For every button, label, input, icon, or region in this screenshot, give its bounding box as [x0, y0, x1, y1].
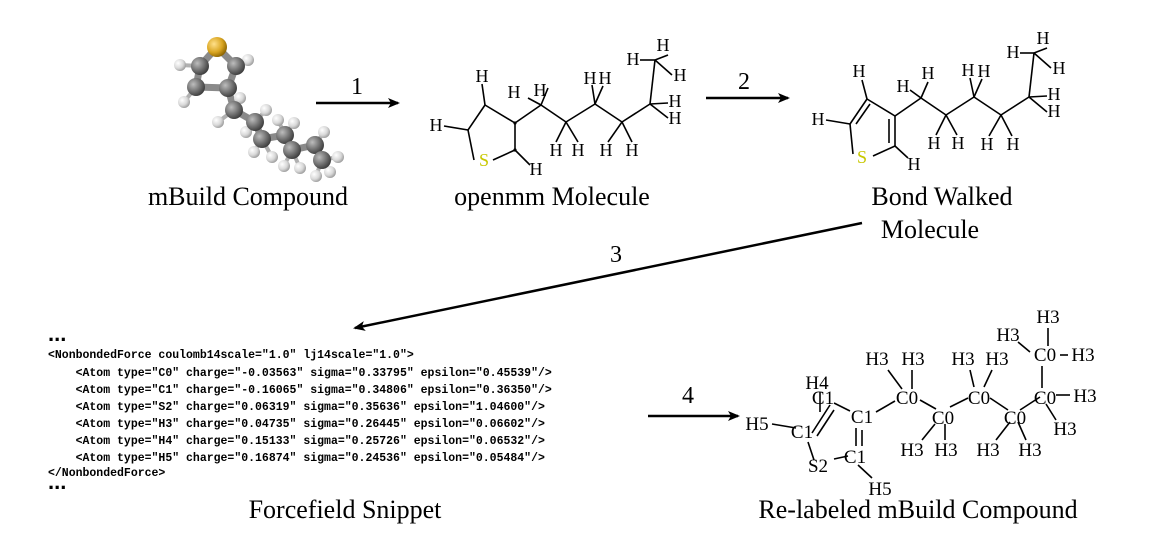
atom-h: H	[627, 49, 640, 69]
code-line: <Atom type="C1" charge="-0.16065" sigma=…	[48, 384, 552, 397]
mbuild-3d-model	[174, 37, 344, 182]
atom-h: H	[897, 76, 910, 96]
atom-h: H	[1053, 58, 1066, 78]
atom-label-c1: C1	[812, 388, 834, 409]
atom-label-c0: C0	[1034, 388, 1056, 409]
step-1-label: 1	[351, 74, 363, 100]
atom-label-c1: C1	[791, 422, 813, 443]
code-line: <Atom type="H5" charge="0.16874" sigma="…	[48, 452, 545, 465]
code-line: </NonbondedForce>	[48, 467, 165, 480]
atom-h: H	[534, 80, 547, 100]
atom-label-h4: H4	[805, 373, 829, 394]
step-4-label: 4	[682, 383, 694, 409]
atom-h: H	[1037, 28, 1050, 48]
atom-h: H	[908, 154, 921, 174]
code-line: <Atom type="H3" charge="0.04735" sigma="…	[48, 418, 545, 431]
atom-h: H	[584, 68, 597, 88]
atom-h: H	[928, 133, 941, 153]
step-2-label: 2	[738, 69, 750, 95]
atom-h: H	[626, 140, 639, 160]
caption-forcefield-snippet: Forcefield Snippet	[249, 495, 443, 524]
caption-relabeled-compound: Re-labeled mBuild Compound	[758, 495, 1077, 524]
atom-label-h3: H3	[1073, 386, 1096, 407]
atom-h: H	[962, 60, 975, 80]
sulfur-atom-ball	[207, 37, 227, 57]
atom-label-h5: H5	[868, 479, 891, 500]
atom-h: H	[922, 63, 935, 83]
atom-h: H	[530, 159, 543, 179]
atom-label-h5: H5	[745, 414, 768, 435]
ellipsis-top: ...	[48, 321, 66, 346]
atom-label-s2: S2	[808, 456, 828, 477]
arrow-step-3	[353, 221, 863, 331]
bond-walked-molecule: H H H H H H H H H H H H H H H H S	[812, 28, 1066, 174]
atom-h: H	[812, 109, 825, 129]
atom-h: H	[853, 61, 866, 81]
atom-h: H	[669, 91, 682, 111]
atom-label-h3: H3	[1036, 307, 1059, 328]
atom-label-c0: C0	[968, 388, 990, 409]
caption-bond-walked-line2: Molecule	[881, 215, 979, 244]
caption-openmm-molecule: openmm Molecule	[454, 182, 650, 211]
forcefield-snippet: ... <NonbondedForce coulomb14scale="1.0"…	[48, 321, 552, 494]
atom-h: H	[657, 35, 670, 55]
ellipsis-bottom: ...	[48, 469, 66, 494]
caption-mbuild-compound: mBuild Compound	[148, 182, 348, 211]
code-line: <Atom type="H4" charge="0.15133" sigma="…	[48, 435, 545, 448]
atom-label-h3: H3	[951, 349, 974, 370]
atom-label-c0: C0	[896, 388, 918, 409]
atom-h: H	[572, 140, 585, 160]
atom-label-h3: H3	[1071, 345, 1094, 366]
atom-label-c0: C0	[1034, 345, 1056, 366]
atom-s: S	[857, 147, 867, 167]
step-3-label: 3	[610, 242, 622, 268]
code-line: <Atom type="S2" charge="0.06319" sigma="…	[48, 401, 545, 414]
atom-label-h3: H3	[1053, 419, 1076, 440]
atom-label-h3: H3	[985, 349, 1008, 370]
atom-h: H	[1007, 42, 1020, 62]
atom-label-c0: C0	[932, 408, 954, 429]
atom-h: H	[669, 108, 682, 128]
atom-label-h3: H3	[976, 440, 999, 461]
atom-h: H	[476, 66, 489, 86]
atom-h: H	[978, 61, 991, 81]
atom-h: H	[1048, 101, 1061, 121]
atom-h: H	[550, 140, 563, 160]
atom-h: H	[430, 115, 443, 135]
atom-label-h3: H3	[1018, 440, 1041, 461]
atom-h: H	[674, 65, 687, 85]
caption-bond-walked: Bond Walked	[871, 182, 1012, 211]
atom-label-h3: H3	[901, 349, 924, 370]
atom-h: H	[981, 134, 994, 154]
atom-label-h3: H3	[996, 325, 1019, 346]
atom-s: S	[479, 150, 489, 170]
relabeled-molecule: H4 H5 C1 C1 C1 C1 S2 H5 C0 C0 C0 C0 C0 C…	[745, 307, 1096, 500]
atom-h: H	[1048, 84, 1061, 104]
atom-h: H	[1007, 134, 1020, 154]
atom-h: H	[952, 133, 965, 153]
atom-label-c0: C0	[1004, 408, 1026, 429]
atom-label-h3: H3	[900, 440, 923, 461]
atom-label-c1: C1	[851, 407, 873, 428]
code-line: <NonbondedForce coulomb14scale="1.0" lj1…	[48, 349, 414, 362]
atom-h: H	[599, 68, 612, 88]
atom-label-h3: H3	[865, 349, 888, 370]
atom-h: H	[600, 140, 613, 160]
atom-h: H	[508, 82, 521, 102]
atom-label-h3: H3	[934, 440, 957, 461]
openmm-molecule: H H H H H H H H H H H H H H H H S	[430, 35, 687, 179]
code-line: <Atom type="C0" charge="-0.03563" sigma=…	[48, 367, 552, 380]
atom-label-c1: C1	[844, 447, 866, 468]
